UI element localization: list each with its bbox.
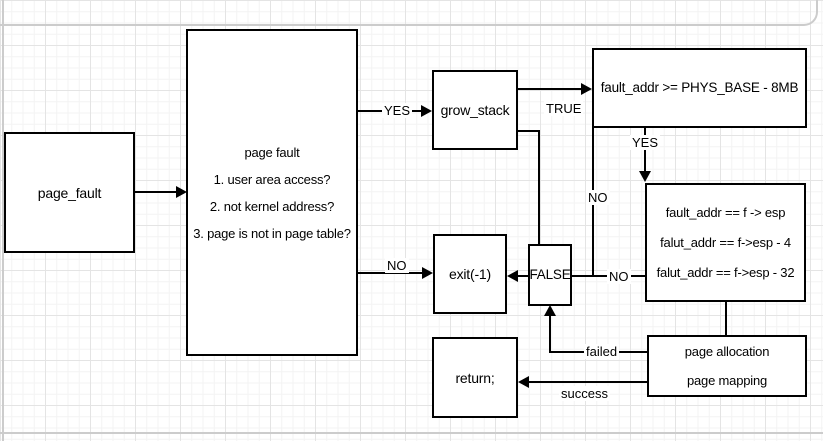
node-false-label: FALSE (529, 267, 571, 282)
node-phys-base-check[interactable]: fault_addr >= PHYS_BASE - 8MB (592, 48, 807, 128)
arrowhead-into-exit-right (507, 270, 518, 282)
node-grow-stack[interactable]: grow_stack (432, 70, 518, 150)
checks-line-1: 1. user area access? (213, 171, 331, 187)
arrowhead-into-return (518, 376, 529, 388)
edge-grow-stack-false-h (517, 130, 540, 132)
esp-check-line-3: falut_addr == f->esp - 32 (656, 264, 795, 280)
edge-pagefault-to-checks (134, 191, 178, 193)
edge-label-yes-top: YES (382, 103, 413, 118)
node-page-fault-label: page_fault (37, 184, 102, 201)
checks-line-title: page fault (244, 144, 300, 160)
checks-line-2: 2. not kernel address? (209, 198, 335, 214)
edge-label-success: success (559, 386, 610, 401)
node-page-fault-checks[interactable]: page fault 1. user area access? 2. not k… (186, 29, 358, 356)
page-boundary-top (0, 0, 818, 26)
arrowhead-into-phys-base (581, 83, 592, 95)
edge-grow-stack-false-v (538, 130, 540, 244)
checks-line-3: 3. page is not in page table? (193, 225, 351, 241)
node-page-allocation[interactable]: page allocation page mapping (647, 335, 807, 397)
node-exit-label: exit(-1) (449, 266, 491, 282)
node-phys-base-label: fault_addr >= PHYS_BASE - 8MB (600, 80, 799, 95)
node-grow-stack-label: grow_stack (440, 102, 510, 118)
page-alloc-line-2: page mapping (687, 373, 767, 388)
arrowhead-into-checks (176, 186, 187, 198)
arrowhead-into-exit-left (422, 267, 433, 279)
edge-failed-v (549, 314, 551, 352)
node-page-fault[interactable]: page_fault (4, 132, 135, 253)
arrowhead-into-false-bottom (544, 305, 556, 316)
edge-esp-to-alloc (725, 301, 727, 336)
node-exit[interactable]: exit(-1) (433, 234, 507, 314)
edge-checks-no (358, 272, 424, 274)
node-return[interactable]: return; (432, 337, 518, 418)
node-esp-check[interactable]: fault_addr == f -> esp falut_addr == f->… (645, 183, 806, 302)
edge-phys-base-yes (644, 128, 646, 174)
edge-grow-stack-true (517, 88, 584, 90)
edge-false-to-exit (517, 275, 528, 277)
edge-label-no-esp: NO (607, 269, 631, 284)
edge-label-true: TRUE (544, 101, 584, 116)
edge-label-no-phys: NO (586, 190, 610, 205)
esp-check-line-2: falut_addr == f->esp - 4 (660, 234, 791, 250)
esp-check-line-1: fault_addr == f -> esp (665, 204, 786, 220)
page-alloc-line-1: page allocation (684, 344, 770, 359)
edge-success-h (528, 381, 647, 383)
edge-label-yes-right: YES (630, 135, 661, 150)
node-return-label: return; (455, 369, 495, 386)
page-boundary-bottom (0, 432, 823, 434)
node-false[interactable]: FALSE (528, 244, 572, 306)
edge-label-failed: failed (584, 344, 620, 359)
arrowhead-into-esp-check (639, 171, 651, 182)
edge-label-no-left: NO (385, 258, 409, 273)
arrowhead-into-grow-stack (421, 105, 432, 117)
